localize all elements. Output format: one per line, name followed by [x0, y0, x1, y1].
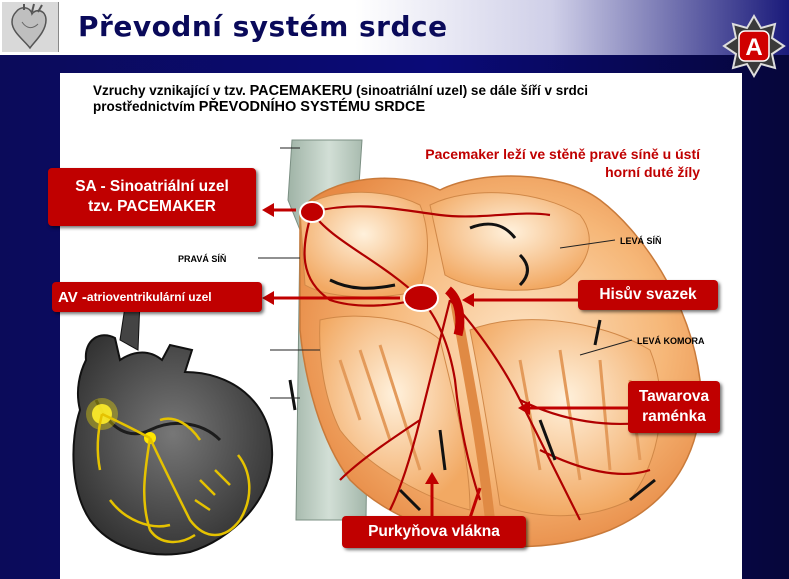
callout-av-rest: atrioventrikulární uzel [87, 290, 212, 304]
av-node [404, 285, 438, 311]
label-left-atrium: LEVÁ SÍŇ [620, 235, 662, 246]
pacemaker-note-line1: Pacemaker leží ve stěně pravé síně u úst… [330, 145, 700, 163]
sa-node [300, 202, 324, 222]
inset-heart-illustration [73, 300, 272, 554]
callout-sa-node: SA - Sinoatriální uzel tzv. PACEMAKER [48, 168, 256, 226]
callout-tawara-line1: Tawarova [639, 387, 709, 407]
callout-av-node: AV - atrioventrikulární uzel [52, 282, 262, 312]
callout-his-bundle: Hisův svazek [578, 280, 718, 310]
pacemaker-note-line2: horní duté žíly [330, 163, 700, 181]
callout-tawara-line2: raménka [642, 407, 706, 427]
callout-sa-line1: SA - Sinoatriální uzel [75, 177, 229, 197]
pacemaker-note: Pacemaker leží ve stěně pravé síně u úst… [330, 145, 700, 181]
label-right-atrium: PRAVÁ SÍŇ [178, 253, 226, 264]
callout-tawara-branches: Tawarova raménka [628, 381, 720, 433]
callout-sa-line2: tzv. PACEMAKER [88, 197, 216, 217]
callout-purkinje-fibers: Purkyňova vlákna [342, 516, 526, 548]
callout-av-prefix: AV - [58, 289, 87, 306]
label-left-ventricle: LEVÁ KOMORA [637, 336, 705, 346]
